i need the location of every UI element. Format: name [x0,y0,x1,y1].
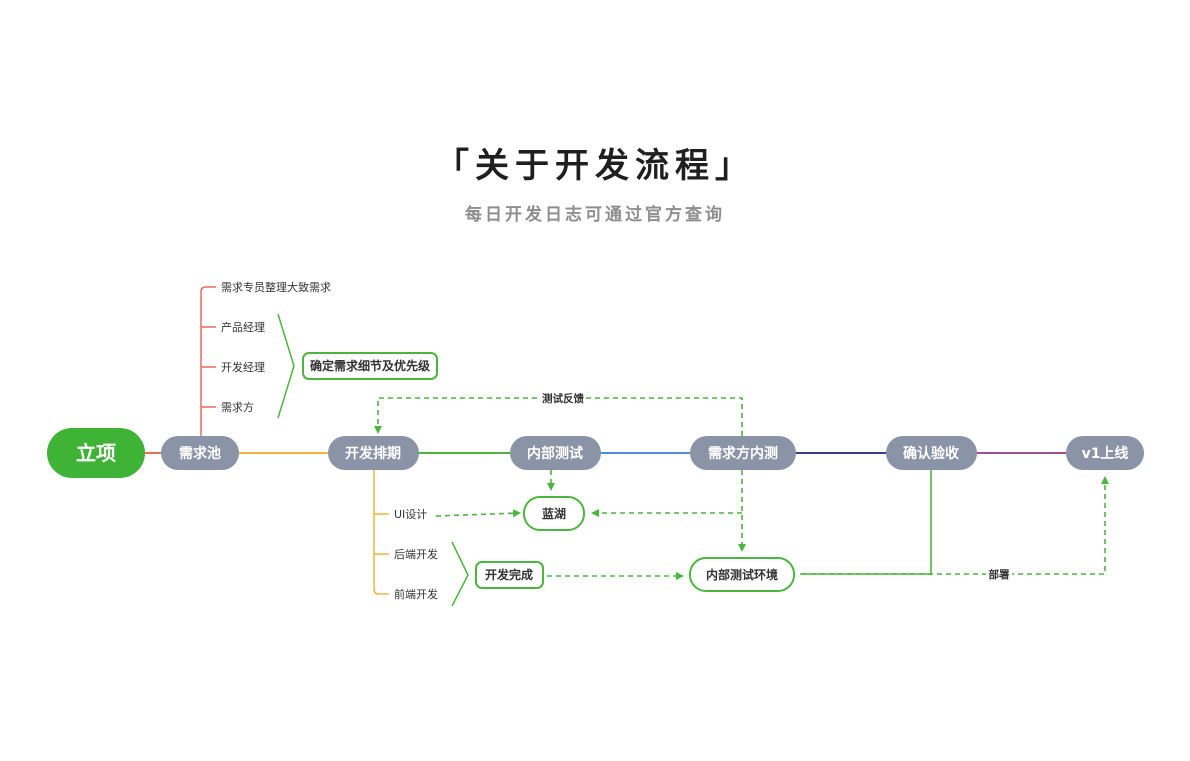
node-release-label: v1上线 [1082,445,1129,462]
pool-item-2: 产品经理 [221,320,265,334]
pool-item-4: 需求方 [221,400,254,414]
pool-outcome-box [302,352,438,380]
lanhu-box [523,496,585,531]
schedule-item-3: 前端开发 [394,587,438,601]
node-requirement-pool-label: 需求池 [179,445,221,462]
pool-outcome-label: 确定需求细节及优先级 [310,358,430,373]
pool-item-1: 需求专员整理大致需求 [221,280,331,294]
accept-to-env-line [800,470,932,575]
schedule-bracket [451,541,469,607]
page-subtitle: 每日开发日志可通过官方查询 [465,205,725,225]
node-internal-test [510,436,601,470]
pool-branch-lines [200,286,216,437]
start-node [47,428,145,478]
pool-bracket [277,313,295,419]
node-release [1066,436,1144,470]
feedback-label: 测试反馈 [542,392,584,405]
deploy-arrow [802,476,1109,575]
deploy-label: 部署 [989,568,1010,581]
node-dev-schedule-label: 开发排期 [345,445,401,462]
page-title: 「关于开发流程」 [435,146,755,186]
lanhu-label: 蓝湖 [542,506,566,521]
node-dev-schedule [328,436,419,470]
internal-env-label: 内部测试环境 [706,567,778,582]
schedule-item-2: 后端开发 [394,547,438,561]
schedule-item-1: UI设计 [394,508,427,521]
node-acceptance [886,436,977,470]
dev-done-box [475,561,544,589]
start-node-label: 立项 [76,441,116,465]
node-internal-test-label: 内部测试 [527,445,583,462]
feedback-label-bg [540,391,586,405]
internal-env-box [689,557,795,592]
schedule-branch-lines [373,470,389,595]
dev-done-label: 开发完成 [485,567,533,582]
deploy-label-bg [986,567,1012,581]
node-client-test [690,436,796,470]
node-requirement-pool [161,436,239,470]
node-acceptance-label: 确认验收 [903,445,960,462]
node-client-test-label: 需求方内测 [708,445,778,462]
pool-item-3: 开发经理 [221,360,265,374]
ui-to-lanhu-arrow [435,509,521,518]
